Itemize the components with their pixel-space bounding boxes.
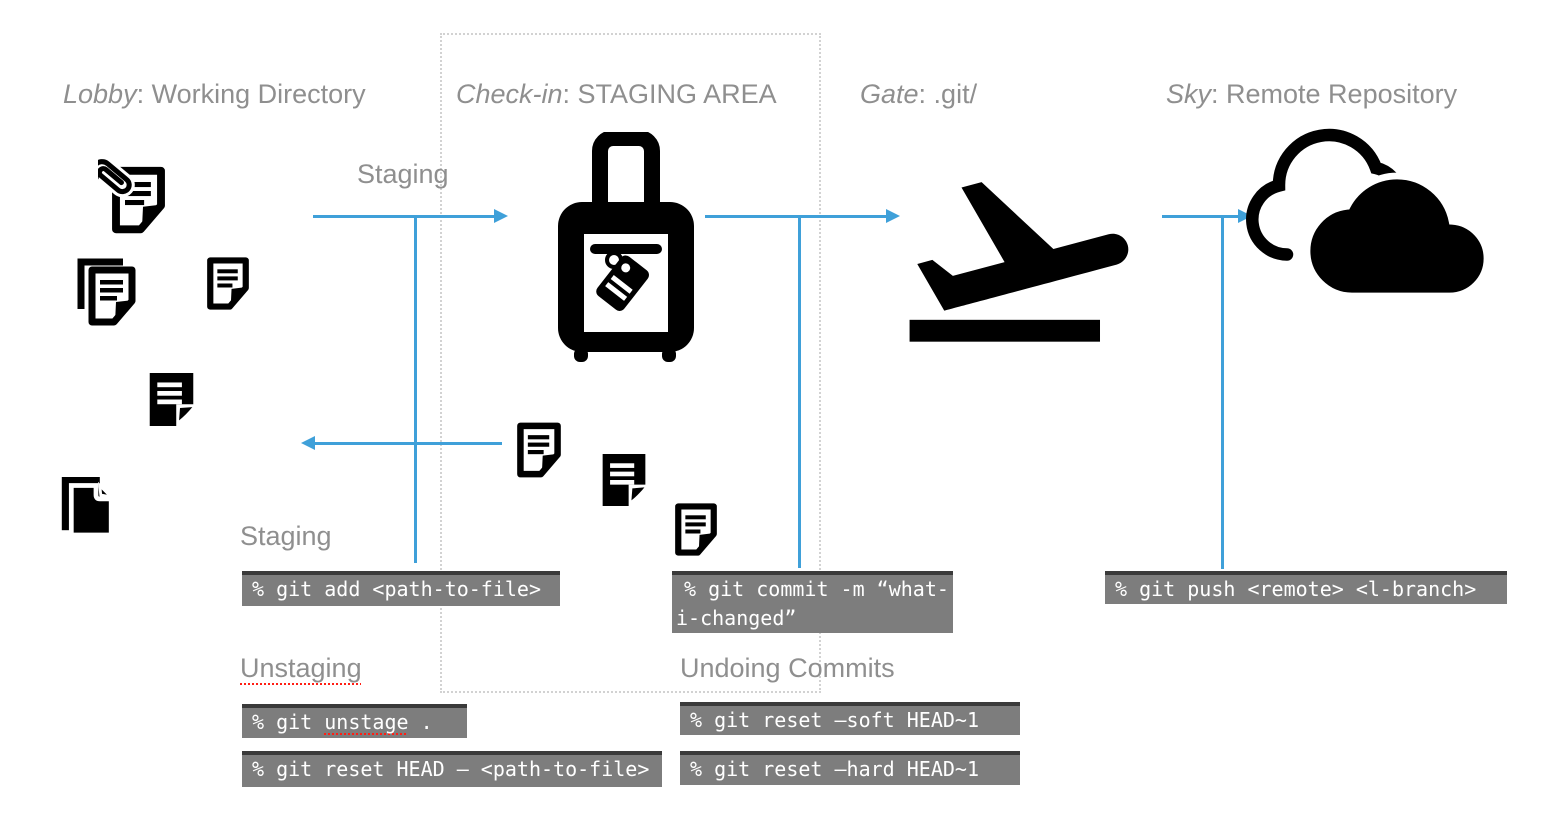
undoing-commits-label: Undoing Commits <box>680 653 895 683</box>
git-push-command: % git push <remote> <l-branch> <box>1105 571 1507 604</box>
git-unstage-word: unstage <box>324 710 409 734</box>
git-reset-hard-command: % git reset –hard HEAD~1 <box>680 751 1020 785</box>
unstaging-arrow-line <box>315 442 502 445</box>
push-arrow-line <box>1162 215 1238 218</box>
unstaging-label: Unstaging <box>240 653 362 683</box>
lobby-title-rest: : Working Directory <box>136 79 366 109</box>
commit-arrow-head-icon <box>886 209 900 223</box>
staging-label-bottom: Staging <box>240 521 332 551</box>
commit-arrow-line <box>705 215 886 218</box>
note-outline-icon <box>513 421 565 479</box>
note-solid-icon <box>602 454 646 506</box>
staging-label-top: Staging <box>357 159 449 189</box>
plane-takeoff-icon <box>909 182 1129 342</box>
sky-title: Sky: Remote Repository <box>1166 79 1457 110</box>
copy-solid-icon <box>61 477 115 537</box>
push-branch-line <box>1221 217 1224 569</box>
clouds-icon <box>1246 128 1492 312</box>
lobby-title: Lobby: Working Directory <box>63 79 366 110</box>
checkin-title-italic: Check-in <box>456 79 563 109</box>
note-outline-icon <box>203 256 253 311</box>
git-commit-command: % git commit -m “what- i-changed” <box>672 571 953 633</box>
suitcase-tag-icon <box>558 132 694 362</box>
git-commit-line1: % git commit -m “what- <box>684 577 949 601</box>
git-add-command: % git add <path-to-file> <box>242 571 560 606</box>
note-solid-icon <box>149 373 194 426</box>
staging-arrow-head-icon <box>494 209 508 223</box>
checkin-title: Check-in: STAGING AREA <box>456 79 777 110</box>
copy-outline-icon <box>77 258 140 327</box>
git-unstage-suffix: . <box>408 710 433 734</box>
staging-arrow-line <box>313 215 494 218</box>
gate-title: Gate: .git/ <box>860 79 977 110</box>
gate-title-italic: Gate <box>860 79 919 109</box>
gate-title-rest: : .git/ <box>918 79 978 109</box>
git-reset-soft-command: % git reset –soft HEAD~1 <box>680 702 1020 735</box>
commit-branch-line <box>798 217 801 568</box>
git-reset-head-command: % git reset HEAD – <path-to-file> <box>242 751 662 787</box>
sky-title-italic: Sky <box>1166 79 1212 109</box>
staging-area-box <box>440 33 821 693</box>
git-commit-line2: i-changed” <box>676 606 797 630</box>
checkin-title-rest: : STAGING AREA <box>562 79 777 109</box>
sky-title-rest: : Remote Repository <box>1211 79 1458 109</box>
git-unstage-command: % git unstage . <box>242 704 467 738</box>
git-unstage-prefix: % git <box>252 710 325 734</box>
lobby-title-italic: Lobby <box>63 79 137 109</box>
attachment-note-icon <box>98 156 170 235</box>
unstaging-arrow-head-icon <box>301 436 315 450</box>
note-outline-icon <box>671 502 721 557</box>
staging-branch-line <box>414 217 417 563</box>
